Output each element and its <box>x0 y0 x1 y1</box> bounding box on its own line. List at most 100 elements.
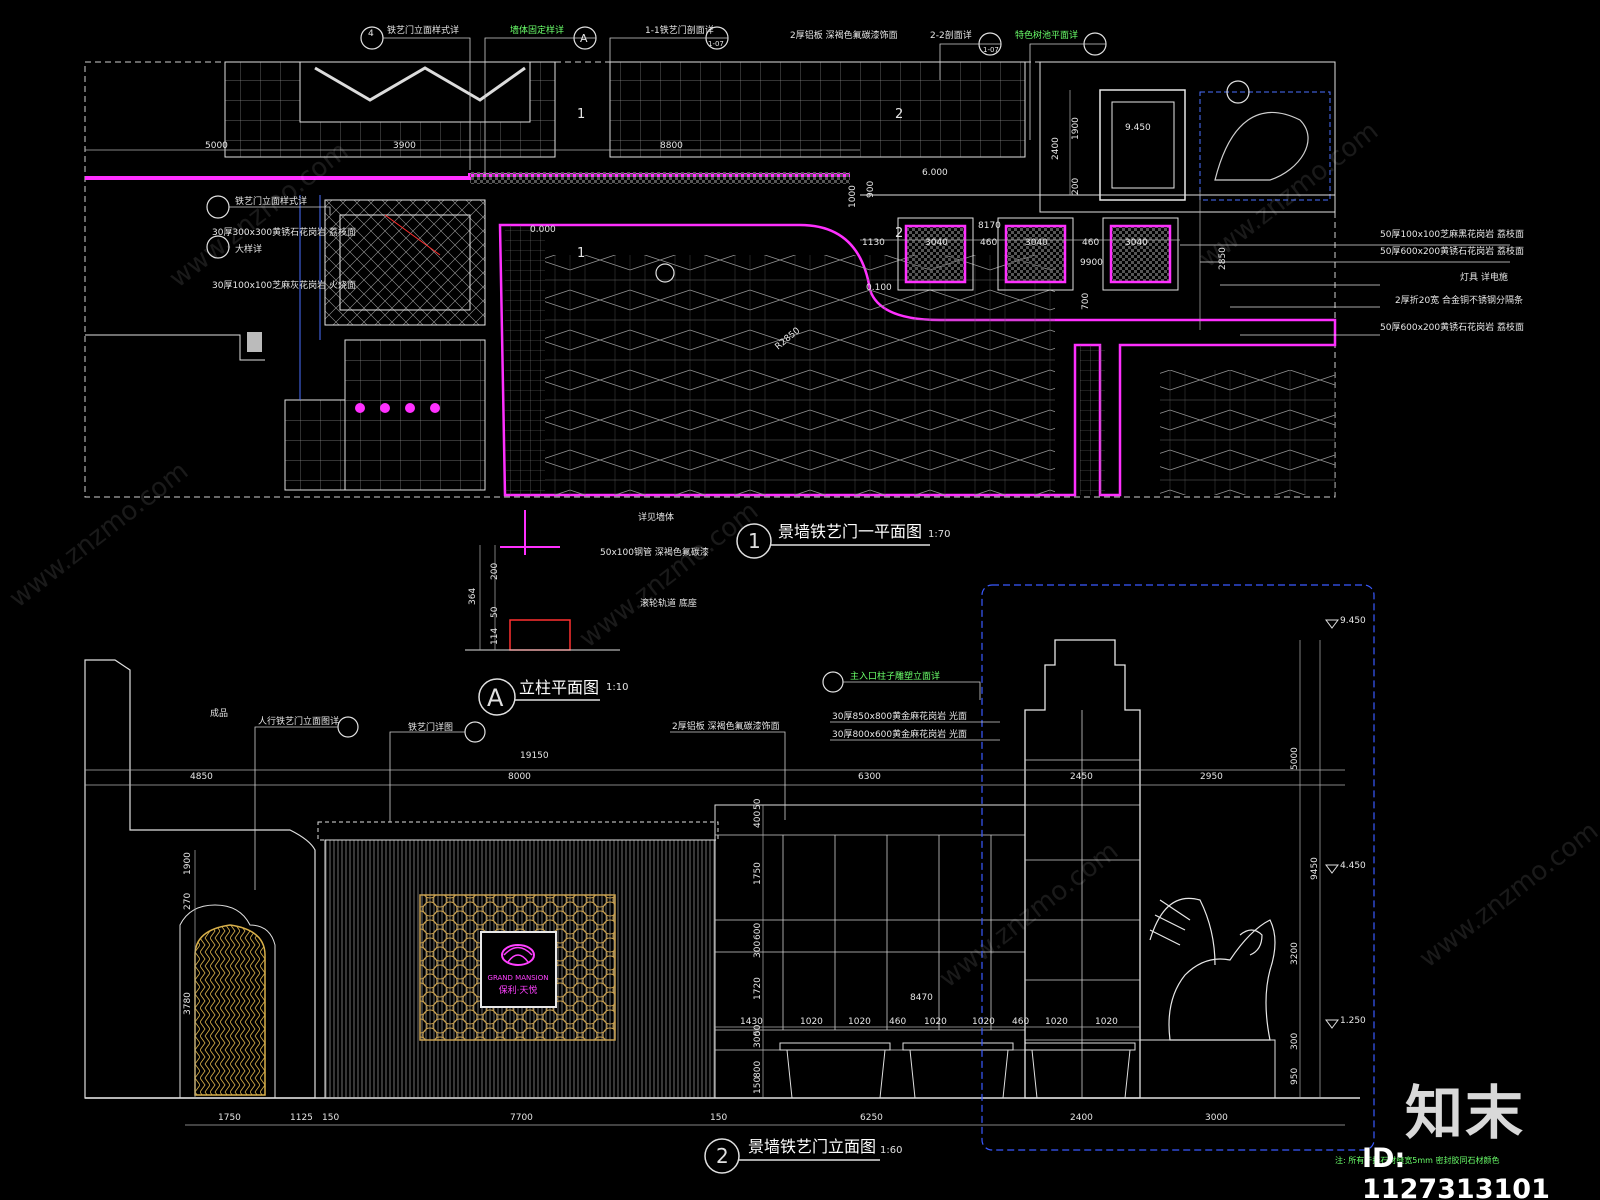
column-dim-200: 200 <box>490 563 500 580</box>
planter-rim <box>779 1042 891 1051</box>
column-scale: 1:10 <box>606 682 628 693</box>
gate-logo-emblem <box>501 944 535 966</box>
elevation-left-pier <box>84 659 316 1099</box>
plan-callout-sheet-a: 1-07 <box>708 40 724 48</box>
elev-dim-m-1020-e: 1020 <box>1045 1017 1068 1027</box>
elev-vdim-5000: 5000 <box>1290 747 1300 770</box>
note-right-0: 50厚100x100芝麻黑花岗岩 荔枝面 <box>1380 228 1524 240</box>
elev-dim-b-150-b: 150 <box>710 1113 727 1123</box>
column-note-pipe: 50x100钢管 深褐色氟碳漆 <box>600 546 709 558</box>
elev-dim-b-150-a: 150 <box>322 1113 339 1123</box>
elev-note-ped-gate: 人行铁艺门立面图详 <box>258 715 339 727</box>
column-note-wall: 详见墙体 <box>638 511 674 523</box>
elev-vdim-400: 400 <box>753 811 763 828</box>
column-title-circle <box>478 678 516 716</box>
elev-dim-m-1020-b: 1020 <box>848 1017 871 1027</box>
plan-side-paving <box>284 399 346 491</box>
column-annotations: 50x100钢管 深褐色氟碳漆 详见墙体 滚轮轨道 底座 364 200 50 … <box>468 511 709 712</box>
elev-vdim-950: 950 <box>1290 1068 1300 1085</box>
plan-callout-leaders <box>229 37 1106 215</box>
column-note-rail: 滚轮轨道 底座 <box>640 597 697 609</box>
plan-section-mark-2-top: 2 <box>895 107 903 122</box>
note-right-3: 2厚折20宽 合金铜不锈钢分隔条 <box>1395 294 1523 306</box>
plan-callout-letter-a: A <box>580 32 588 45</box>
elev-dim-2450: 2450 <box>1070 772 1093 782</box>
column-dim-114: 114 <box>490 628 500 645</box>
elev-vdim-1720: 1720 <box>753 977 763 1000</box>
plan-dim-3900: 3900 <box>393 141 416 151</box>
elev-note-aluminum: 2厚铝板 深褐色氟碳漆饰面 <box>672 720 780 732</box>
elev-vdim-50-b: 50 <box>753 1024 763 1036</box>
plan-level-0100: 0.100 <box>866 283 892 293</box>
elev-vdim-9450: 9450 <box>1310 857 1320 880</box>
elevation-title-circle <box>704 1138 740 1174</box>
elev-dim-b-1125: 1125 <box>290 1113 313 1123</box>
plan-dim-700: 700 <box>1081 293 1091 310</box>
planter-rim <box>902 1042 1014 1051</box>
elev-dim-b-7700: 7700 <box>510 1113 533 1123</box>
plan-section-mark-1-bottom: 1 <box>577 246 585 261</box>
plan-top-bed-mid <box>609 61 1026 158</box>
brand-id: ID: 1127313101 <box>1362 1143 1550 1200</box>
elev-level-4450: 4.450 <box>1340 861 1366 871</box>
elev-dim-6300: 6300 <box>858 772 881 782</box>
elev-note-granite-800: 30厚800x600黄金麻花岗岩 光面 <box>832 728 967 740</box>
elev-note-sculpture: 主入口柱子雕塑立面详 <box>850 670 940 682</box>
elevation-title-number: 2 <box>716 1144 729 1168</box>
plan-top-bed-right <box>1039 61 1336 213</box>
callout-section-1-1: 1-1铁艺门剖面详 <box>645 24 714 36</box>
plan-callout-sheet-b: 1-07 <box>983 46 999 54</box>
elev-vdim-300: 300 <box>1290 1033 1300 1050</box>
column-plan-view <box>465 510 620 716</box>
plan-gate-inner <box>339 214 471 311</box>
plan-title: 景墙铁艺门一平面图 <box>778 522 922 541</box>
plan-tree-pits <box>897 217 1179 291</box>
tree-pit-grate <box>1109 224 1172 284</box>
elevation-level-markers <box>1325 619 1339 1029</box>
elevation-callout-leaders <box>254 681 1000 890</box>
plan-title-circle <box>736 523 772 559</box>
callout-wall-fixing: 墙体固定样详 <box>510 24 564 36</box>
elevation-scale: 1:60 <box>880 1145 902 1156</box>
plan-ornament-zigzag <box>314 66 526 102</box>
elev-note-finished: 成品 <box>210 707 228 719</box>
plan-right-wave-paving <box>1160 370 1335 495</box>
elev-vdim-270: 270 <box>183 893 193 910</box>
elev-vdim-1900: 1900 <box>183 852 193 875</box>
gate-sign-chinese: 保利·天悦 <box>499 984 538 996</box>
plan-dim-3040-c: 3040 <box>1125 238 1148 248</box>
plan-edge-pavers <box>470 172 850 184</box>
elev-dim-4850: 4850 <box>190 772 213 782</box>
winged-lion-sculpture <box>1149 897 1276 1041</box>
plan-dim-1000: 1000 <box>848 185 858 208</box>
column-dim-lines <box>479 545 496 650</box>
elev-dim-b-2400: 2400 <box>1070 1113 1093 1123</box>
plan-scale: 1:70 <box>928 529 950 540</box>
plan-wall-post <box>247 332 262 352</box>
tree-pit <box>1102 217 1179 291</box>
plan-dim-3040-a: 3040 <box>925 238 948 248</box>
plan-divider-pavers <box>1080 345 1105 495</box>
pedestrian-gate-leaf <box>194 924 266 1096</box>
tree-pit <box>897 217 974 291</box>
elev-vdim-150: 150 <box>753 1077 763 1094</box>
plan-column-square <box>1099 89 1186 201</box>
elevation-title-block: 2 景墙铁艺门立面图 1:60 <box>704 1137 902 1174</box>
elev-dim-m-1020-d: 1020 <box>972 1017 995 1027</box>
plan-left-wall <box>85 334 265 361</box>
plan-dim-200: 200 <box>1071 178 1081 195</box>
elev-dim-m-1020-f: 1020 <box>1095 1017 1118 1027</box>
plan-section-mark-2-bottom: 2 <box>895 226 903 241</box>
plan-view <box>84 26 1510 498</box>
column-title-letter: A <box>487 684 504 712</box>
plan-dim-2400: 2400 <box>1051 137 1061 160</box>
planter-rim <box>1024 1042 1136 1051</box>
pedestrian-gate-frame <box>179 904 276 1098</box>
plan-level-9450: 9.450 <box>1125 123 1151 133</box>
elevation-dim-lines <box>85 640 1345 1126</box>
plan-title-number: 1 <box>748 529 761 553</box>
note-left-1: 30厚300x300黄锈石花岗岩 荔枝面 <box>212 226 356 238</box>
note-left-0: 铁艺门立面样式详 <box>235 195 307 207</box>
